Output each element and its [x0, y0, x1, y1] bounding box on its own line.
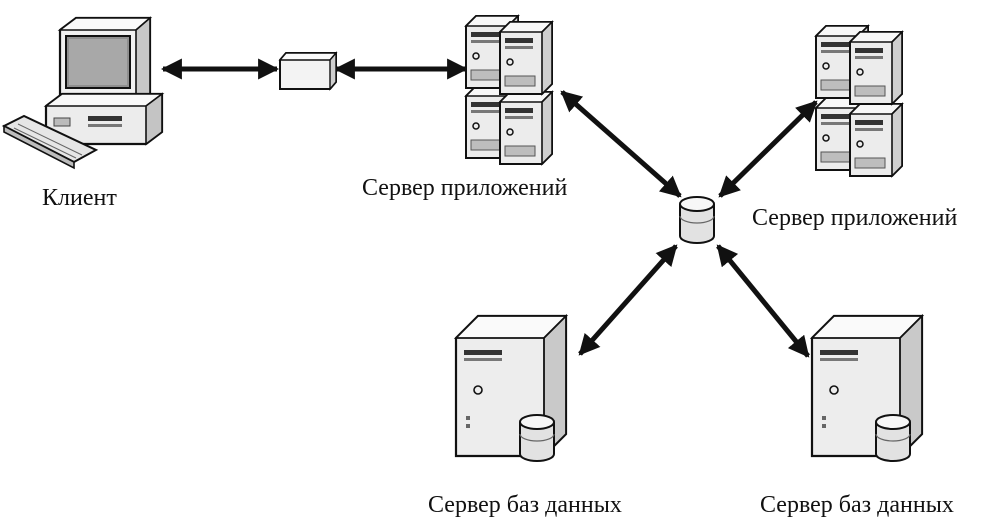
database-server-icon	[454, 314, 568, 462]
database-cylinder-icon	[679, 196, 715, 244]
db-server-2-label: Сервер баз данных	[760, 492, 954, 518]
connector-hub-to-db-server-1	[578, 244, 678, 356]
client-label: Клиент	[42, 185, 117, 211]
db-server-1-label: Сервер баз данных	[428, 492, 622, 518]
app-server-2-label: Сервер приложений	[752, 205, 958, 231]
network-device-icon	[278, 51, 338, 91]
server-rack-icon	[465, 15, 553, 165]
connector-hub-to-db-server-2	[716, 244, 810, 358]
connector-app-server-1-to-hub	[560, 90, 682, 198]
app-server-1-label: Сервер приложений	[362, 175, 568, 201]
desktop-computer-icon	[1, 16, 165, 170]
database-server-icon	[810, 314, 924, 462]
connector-app-server-2-to-hub	[718, 100, 818, 198]
server-rack-icon	[815, 25, 903, 177]
